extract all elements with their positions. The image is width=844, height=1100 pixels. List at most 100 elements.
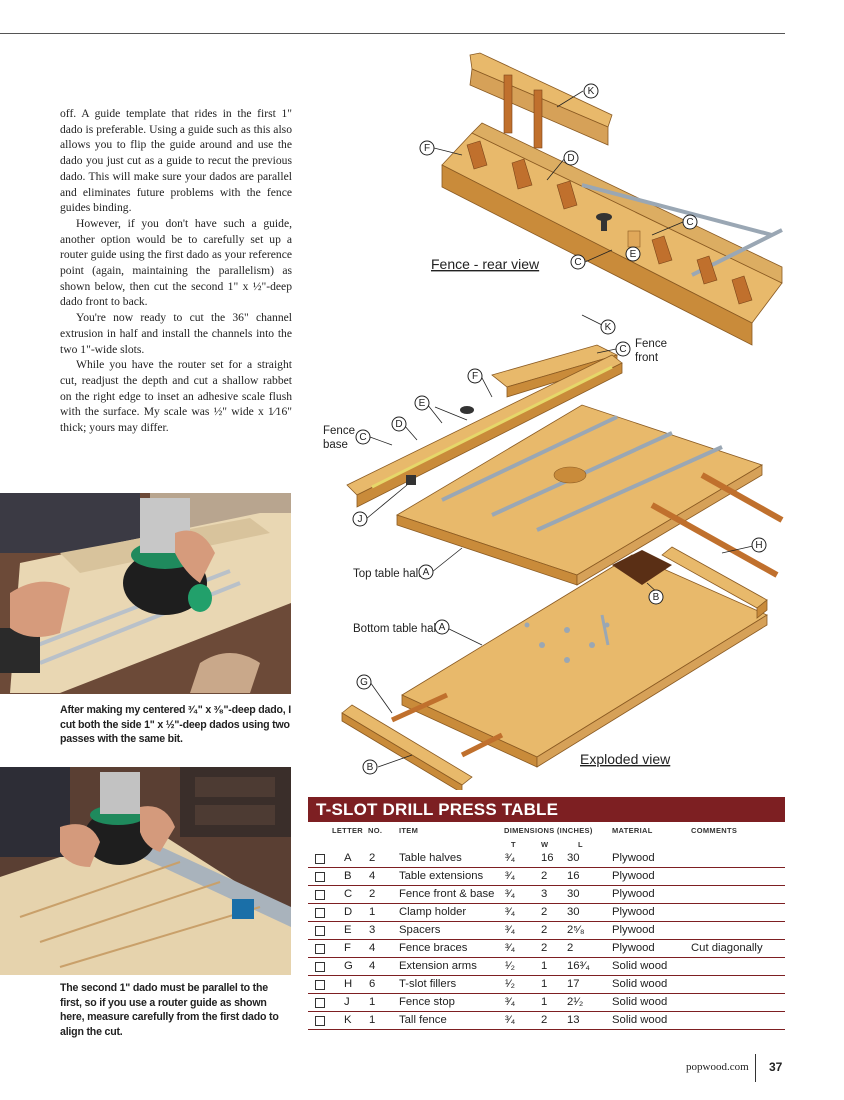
checkbox-icon[interactable] <box>315 980 325 990</box>
cell-t: ³⁄₄ <box>505 888 516 900</box>
cell-item: Extension arms <box>399 960 477 972</box>
callout-b-left: B <box>367 762 374 773</box>
cell-letter: G <box>344 960 353 972</box>
cell-w: 2 <box>541 942 548 954</box>
cell-item: Tall fence <box>399 1014 447 1026</box>
cell-t: ¹⁄₂ <box>505 978 516 990</box>
callout-c-fence-base: C <box>359 432 366 443</box>
checkbox-icon[interactable] <box>315 944 325 954</box>
header-material: MATERIAL <box>612 826 653 835</box>
cell-t: ³⁄₄ <box>505 906 516 918</box>
paragraph-4: While you have the router set for a stra… <box>60 358 292 435</box>
cell-no: 4 <box>369 960 376 972</box>
label-fence-front-1: Fence <box>635 338 667 350</box>
cell-item: Spacers <box>399 924 441 936</box>
header-t: T <box>511 840 516 849</box>
cell-item: Table extensions <box>399 870 484 882</box>
cell-l: 30 <box>567 852 580 864</box>
label-fence-base-2: base <box>323 439 348 451</box>
cell-material: Plywood <box>612 870 655 882</box>
cell-l: 30 <box>567 906 580 918</box>
cell-t: ¹⁄₂ <box>505 960 516 972</box>
page-number: 37 <box>769 1060 783 1074</box>
cell-letter: E <box>344 924 352 936</box>
cell-l: 13 <box>567 1014 580 1026</box>
label-fence-rear-view: Fence - rear view <box>431 256 540 272</box>
checkbox-icon[interactable] <box>315 1016 325 1026</box>
callout-j: J <box>358 514 363 525</box>
cut-list-header: LETTER NO. ITEM DIMENSIONS (INCHES) T W … <box>308 822 785 850</box>
cell-item: Table halves <box>399 852 462 864</box>
router-photo-1 <box>0 493 291 694</box>
label-fence-base-1: Fence <box>323 425 355 437</box>
header-l: L <box>578 840 583 849</box>
cell-t: ³⁄₄ <box>505 942 516 954</box>
checkbox-icon[interactable] <box>315 998 325 1008</box>
checkbox-icon[interactable] <box>315 872 325 882</box>
cell-item: T-slot fillers <box>399 978 457 990</box>
footer-divider <box>755 1054 756 1082</box>
callout-e-top: E <box>630 249 637 260</box>
cell-l: 2 <box>567 942 574 954</box>
cell-t: ³⁄₄ <box>505 996 516 1008</box>
checkbox-icon[interactable] <box>315 908 325 918</box>
cell-material: Solid wood <box>612 978 668 990</box>
cell-w: 3 <box>541 888 548 900</box>
footer-site-link[interactable]: popwood.com <box>686 1061 749 1073</box>
checkbox-icon[interactable] <box>315 854 325 864</box>
callout-c-fence-front: C <box>619 344 626 355</box>
cell-material: Plywood <box>612 852 655 864</box>
cell-w: 2 <box>541 1014 548 1026</box>
header-item: ITEM <box>399 826 419 835</box>
cell-material: Solid wood <box>612 960 668 972</box>
cut-list-table: T-SLOT DRILL PRESS TABLE LETTER NO. ITEM… <box>308 797 785 1030</box>
callout-d-top: D <box>567 153 574 164</box>
cell-l: 17 <box>567 978 580 990</box>
callout-b-right: B <box>653 592 660 603</box>
photo-caption-2: The second 1" dado must be parallel to t… <box>60 982 279 1038</box>
checkbox-icon[interactable] <box>315 962 325 972</box>
cell-t: ³⁄₄ <box>505 1014 516 1026</box>
checkbox-icon[interactable] <box>315 926 325 936</box>
callout-h: H <box>755 540 762 551</box>
cell-no: 6 <box>369 978 376 990</box>
header-no: NO. <box>368 826 383 835</box>
cell-material: Solid wood <box>612 996 668 1008</box>
router-photo-2 <box>0 767 291 975</box>
cell-w: 2 <box>541 870 548 882</box>
cell-letter: F <box>344 942 351 954</box>
cell-no: 2 <box>369 852 376 864</box>
cell-t: ³⁄₄ <box>505 852 516 864</box>
callout-k-mid: K <box>605 322 612 333</box>
callout-a-bottom-table: A <box>439 622 446 633</box>
label-bottom-table-half: Bottom table half <box>353 623 440 635</box>
cell-l: 16³⁄₄ <box>567 960 590 972</box>
callout-g: G <box>360 677 368 688</box>
label-top-table-half: Top table half <box>353 568 422 580</box>
cell-l: 2⁵⁄₈ <box>567 924 585 936</box>
cell-l: 16 <box>567 870 580 882</box>
callout-c-top-left: C <box>574 257 581 268</box>
cell-no: 4 <box>369 942 376 954</box>
paragraph-2: However, if you don't have such a guide,… <box>60 216 292 309</box>
cell-no: 1 <box>369 1014 376 1026</box>
cut-list-title: T-SLOT DRILL PRESS TABLE <box>308 797 785 822</box>
label-exploded-view: Exploded view <box>580 751 671 767</box>
callout-a-top-table: A <box>423 567 430 578</box>
top-rule <box>0 33 785 34</box>
cell-no: 1 <box>369 996 376 1008</box>
checkbox-icon[interactable] <box>315 890 325 900</box>
header-letter: LETTER <box>332 826 363 835</box>
cell-no: 4 <box>369 870 376 882</box>
photo-caption-1: After making my centered ³⁄₄" x ³⁄₈"-dee… <box>60 704 292 746</box>
cell-t: ³⁄₄ <box>505 924 516 936</box>
cell-item: Clamp holder <box>399 906 467 918</box>
